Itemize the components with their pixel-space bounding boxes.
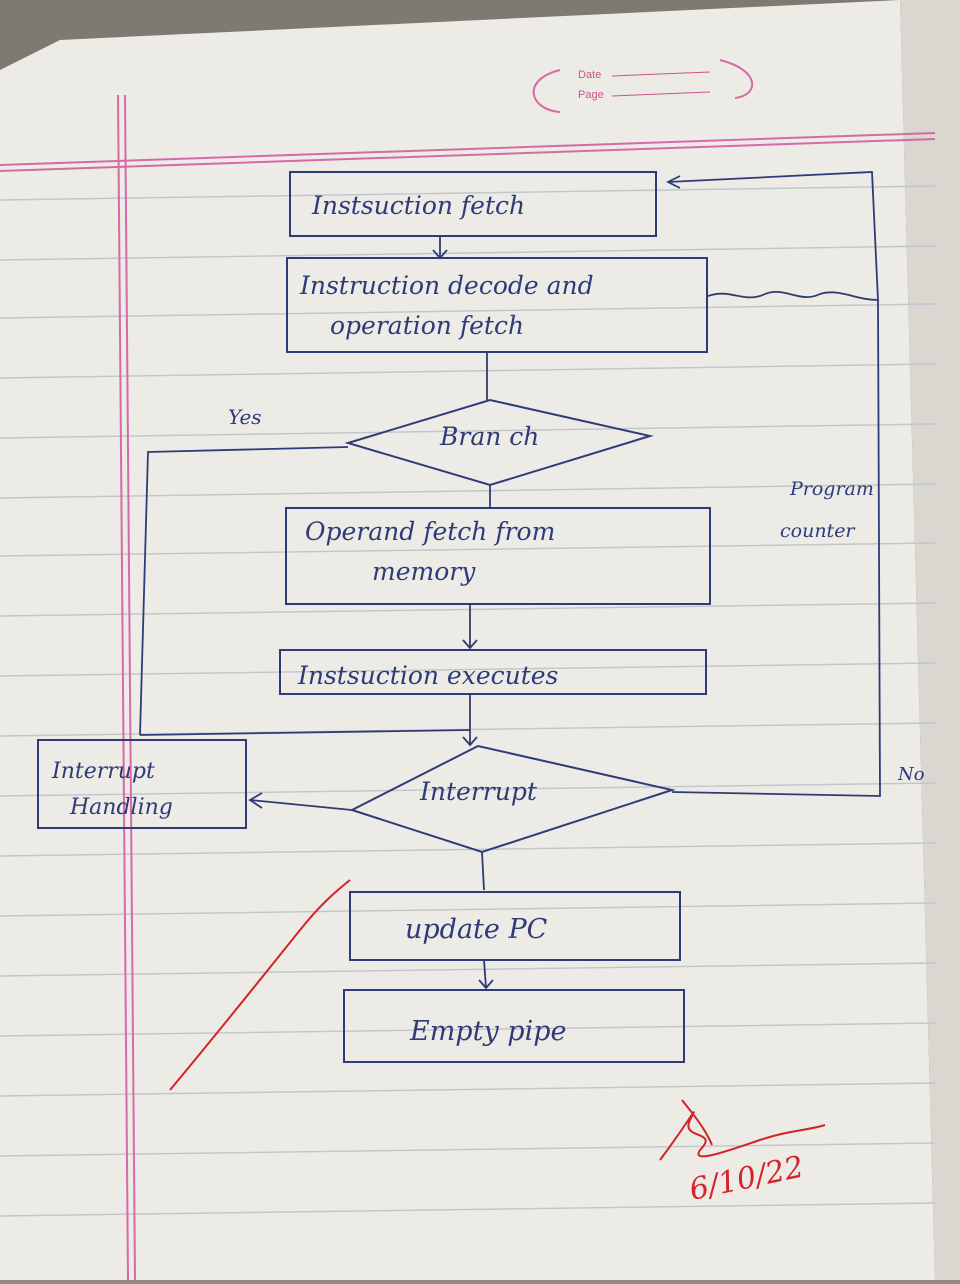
no-label: No — [897, 764, 925, 785]
date-label: Date — [578, 69, 601, 81]
program-counter-label-line2: counter — [780, 520, 856, 542]
decode-label-line2: operation fetch — [330, 311, 524, 340]
interrupt-diamond: Interrupt — [349, 744, 676, 854]
ruled-lines — [0, 185, 936, 1217]
operand-label-line2: memory — [372, 557, 476, 586]
update-pc-label: update PC — [405, 914, 548, 945]
instruction-fetch-label: Instsuction fetch — [311, 191, 525, 220]
instruction-executes-box: Instsuction executes — [279, 649, 707, 695]
branch-join-line — [139, 729, 471, 736]
arrow-interrupt-to-update — [481, 851, 485, 891]
handling-label-line2: Handling — [69, 795, 173, 820]
instruction-fetch-box: Instsuction fetch — [289, 171, 657, 237]
next-page-edge — [900, 0, 960, 1280]
interrupt-label: Interrupt — [419, 777, 538, 806]
operand-fetch-box: Operand fetch from memory — [285, 507, 711, 605]
program-counter-label-line1: Program — [789, 478, 874, 500]
margin-lines — [0, 94, 936, 1281]
update-pc-box: update PC — [349, 891, 681, 961]
handling-label-line1: Interrupt — [51, 759, 155, 784]
yes-label: Yes — [228, 405, 262, 429]
date-page-stamp: Date Page — [532, 59, 754, 113]
branch-diamond: Bran ch — [344, 398, 654, 487]
interrupt-handling-box: Interrupt Handling — [37, 739, 247, 829]
branch-label: Bran ch — [439, 422, 539, 451]
paper-sheet — [0, 0, 935, 1280]
decode-box: Instruction decode and operation fetch — [286, 257, 708, 353]
yes-connector — [139, 446, 349, 736]
arrow-update-to-empty — [483, 959, 487, 989]
decode-label-line1: Instruction decode and — [299, 271, 594, 300]
arrow-interrupt-to-handling — [249, 799, 353, 811]
page-label: Page — [578, 89, 604, 101]
decode-to-pc-connector — [707, 291, 879, 301]
empty-pipe-label: Empty pipe — [409, 1016, 566, 1047]
operand-label-line1: Operand fetch from — [305, 517, 555, 546]
execute-label: Instsuction executes — [297, 661, 558, 690]
teacher-tick-line — [169, 879, 351, 1091]
empty-pipe-box: Empty pipe — [343, 989, 685, 1063]
